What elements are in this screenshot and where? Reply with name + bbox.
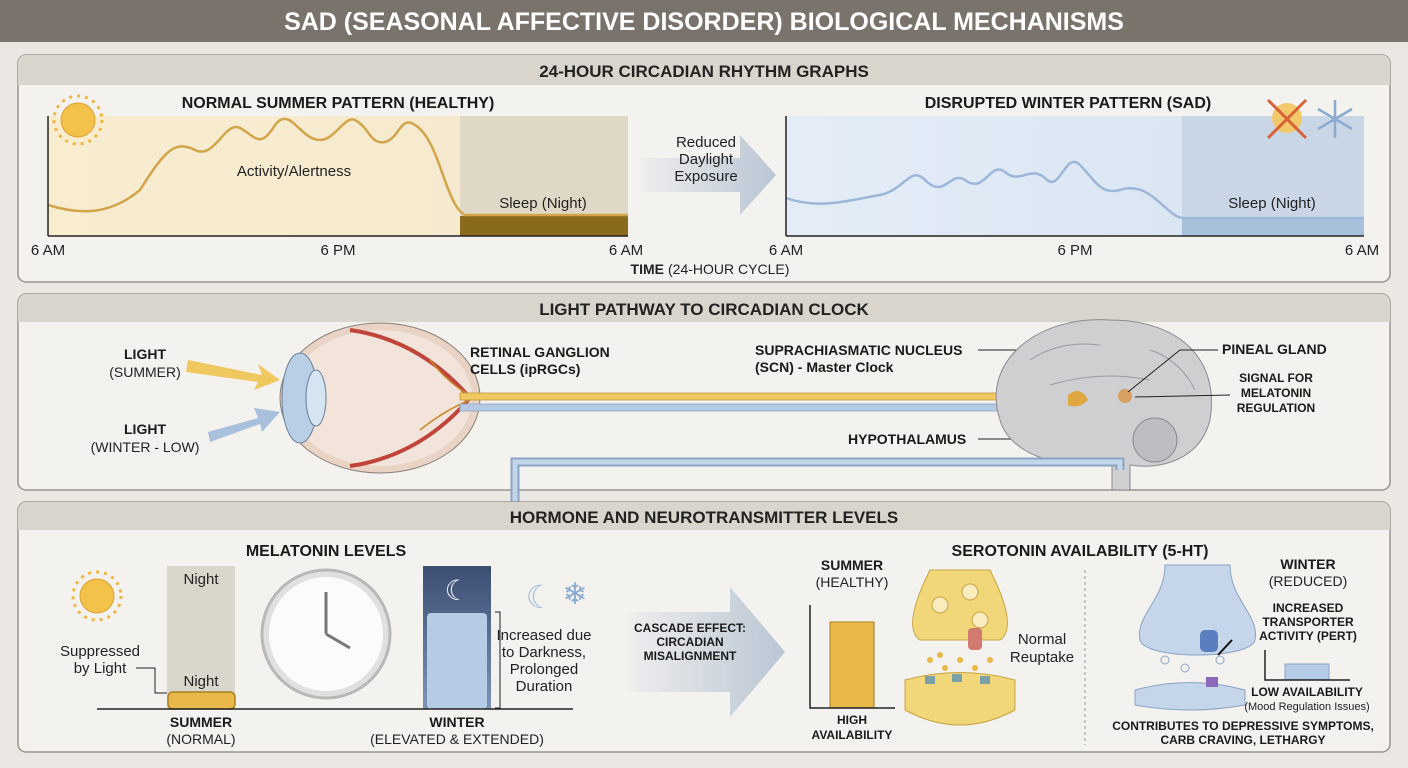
light-winter-label: LIGHT — [124, 421, 166, 437]
winter-tick-0: 6 AM — [769, 242, 803, 259]
summer-light-arrow — [186, 360, 280, 390]
mood-label: (Mood Regulation Issues) — [1244, 701, 1369, 713]
clock-icon — [260, 568, 392, 700]
winter-tick-2: 6 AM — [1345, 242, 1379, 259]
increased-line-1: Increased due — [496, 627, 591, 644]
summer-tick-2: 6 AM — [609, 242, 643, 259]
signal-label-2: MELATONIN — [1241, 386, 1311, 400]
cascade-line-2: CIRCADIAN — [656, 635, 723, 649]
rgc-label-2: CELLS (ipRGCs) — [470, 361, 580, 377]
increased-line-2: to Darkness, — [502, 644, 586, 661]
sun-icon — [71, 570, 123, 622]
summer-signal-path — [459, 392, 1061, 401]
high-availability-bar — [829, 621, 875, 709]
summer-synapse-icon — [904, 569, 1016, 726]
low-availability-label: LOW AVAILABILITY — [1251, 685, 1363, 699]
pineal-gland — [1118, 389, 1132, 403]
winter-tick-1: 6 PM — [1057, 242, 1092, 259]
cascade-arrow — [628, 587, 785, 717]
winter-reduced-label: WINTER — [1280, 556, 1335, 572]
signal-label-3: REGULATION — [1237, 401, 1315, 415]
suppressed-line-2: by Light — [74, 660, 127, 677]
summer-tick-1: 6 PM — [320, 242, 355, 259]
snowflake-icon — [1317, 100, 1353, 138]
summer-melatonin-bar — [167, 691, 236, 710]
reuptake-line-2: Reuptake — [1010, 649, 1074, 666]
scn-label-2: (SCN) - Master Clock — [755, 359, 894, 375]
pineal-label: PINEAL GLAND — [1222, 341, 1327, 357]
moon-icon-2: ☾ — [526, 579, 555, 615]
cascade-line-3: MISALIGNMENT — [644, 649, 737, 663]
circadian-panel: 24-HOUR CIRCADIAN RHYTHM GRAPHS NORMAL S… — [17, 54, 1391, 283]
winter-label: WINTER — [429, 714, 484, 730]
pathway-panel: LIGHT PATHWAY TO CIRCADIAN CLOCK LIGHT (… — [17, 293, 1391, 565]
activity-label: Activity/Alertness — [237, 163, 351, 180]
suppressed-line-1: Suppressed — [60, 643, 140, 660]
light-summer-label: LIGHT — [124, 346, 166, 362]
light-summer-sub: (SUMMER) — [109, 364, 181, 380]
title-bar — [0, 0, 1408, 42]
high-label-1: HIGH — [837, 713, 867, 727]
light-winter-sub: (WINTER - LOW) — [91, 439, 200, 455]
circadian-header: 24-HOUR CIRCADIAN RHYTHM GRAPHS — [539, 62, 869, 81]
summer-tick-0: 6 AM — [31, 242, 65, 259]
winter-melatonin-bar — [427, 613, 487, 709]
transition-line-1: Reduced — [676, 134, 736, 151]
summer-night-top: Night — [183, 571, 219, 588]
summer-healthy-sub: (HEALTHY) — [816, 574, 889, 590]
melatonin-title: MELATONIN LEVELS — [246, 543, 407, 560]
crossed-sun-icon — [1266, 98, 1308, 140]
summer-healthy-label: SUMMER — [821, 557, 883, 573]
transition-line-2: Daylight — [679, 151, 734, 168]
winter-synapse-icon — [1134, 564, 1257, 711]
rgc-label-1: RETINAL GANGLION — [470, 344, 610, 360]
snowflake-icon-2: ❄ — [562, 578, 587, 611]
summer-sleep-label: Sleep (Night) — [499, 195, 587, 212]
summer-sleep-band — [460, 216, 628, 236]
summer-night-bottom: Night — [183, 673, 219, 690]
summer-graph-title: NORMAL SUMMER PATTERN (HEALTHY) — [182, 95, 495, 112]
winter-sleep-label: Sleep (Night) — [1228, 195, 1316, 212]
contributes-line-2: CARB CRAVING, LETHARGY — [1160, 733, 1325, 747]
contributes-line-1: CONTRIBUTES TO DEPRESSIVE SYMPTOMS, — [1112, 719, 1374, 733]
time-axis-label: (24-HOUR CYCLE) — [668, 261, 789, 277]
winter-activity-curve — [785, 160, 1364, 220]
sun-icon — [52, 94, 104, 146]
cascade-line-1: CASCADE EFFECT: — [634, 621, 746, 635]
reuptake-line-1: Normal — [1018, 631, 1066, 648]
low-availability-bar — [1284, 663, 1330, 681]
increased-line-3: Prolonged — [510, 661, 578, 678]
hypothalamus-label: HYPOTHALAMUS — [848, 431, 966, 447]
levels-header: HORMONE AND NEUROTRANSMITTER LEVELS — [510, 508, 899, 527]
pert-line-3: ACTIVITY (PERT) — [1259, 629, 1357, 643]
page-title: SAD (SEASONAL AFFECTIVE DISORDER) BIOLOG… — [284, 8, 1124, 36]
eye-icon — [279, 322, 481, 474]
time-axis-bold: TIME — [631, 261, 664, 277]
scn-label-1: SUPRACHIASMATIC NUCLEUS — [755, 342, 962, 358]
levels-panel: HORMONE AND NEUROTRANSMITTER LEVELS MELA… — [17, 501, 1391, 753]
pert-line-2: TRANSPORTER — [1262, 615, 1354, 629]
serotonin-title: SEROTONIN AVAILABILITY (5-HT) — [952, 543, 1209, 560]
pathway-header: LIGHT PATHWAY TO CIRCADIAN CLOCK — [539, 300, 869, 319]
winter-sleep-band — [1182, 218, 1364, 236]
increased-line-4: Duration — [516, 678, 573, 695]
moon-icon: ☾ — [444, 575, 469, 606]
signal-label-1: SIGNAL FOR — [1239, 371, 1313, 385]
summer-activity-curve — [47, 117, 628, 217]
winter-graph-title: DISRUPTED WINTER PATTERN (SAD) — [925, 95, 1212, 112]
winter-light-arrow — [208, 408, 280, 442]
transition-arrow — [640, 135, 776, 215]
pert-line-1: INCREASED — [1273, 601, 1344, 615]
transition-line-3: Exposure — [674, 168, 737, 185]
winter-reduced-sub: (REDUCED) — [1269, 573, 1348, 589]
summer-sub: (NORMAL) — [166, 731, 235, 747]
winter-sub: (ELEVATED & EXTENDED) — [370, 731, 544, 747]
winter-signal-path — [459, 403, 1061, 412]
summer-label: SUMMER — [170, 714, 232, 730]
brain-icon — [995, 319, 1212, 491]
high-label-2: AVAILABILITY — [812, 728, 893, 742]
